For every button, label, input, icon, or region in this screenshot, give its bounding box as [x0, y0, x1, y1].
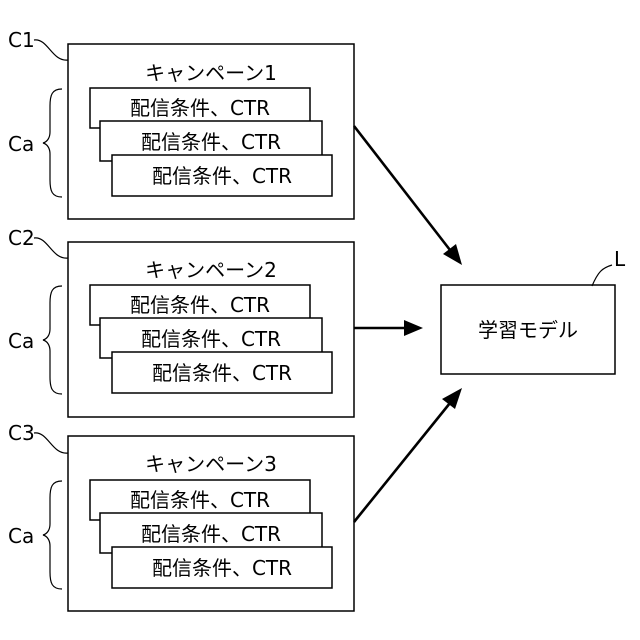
campaign-1-title: キャンペーン1 [145, 61, 277, 85]
campaign-1-group-ref-label: Ca [8, 132, 34, 156]
arrowhead [442, 388, 462, 409]
campaign-1-card-3-label: 配信条件、CTR [152, 164, 292, 188]
campaign-2-leader-line [34, 238, 68, 258]
campaign-3-title: キャンペーン3 [145, 452, 277, 476]
campaign-2-title: キャンペーン2 [145, 258, 277, 282]
learning-model-label: 学習モデル [478, 318, 578, 342]
arrow-campaign-3-to-model [354, 388, 462, 522]
arrowhead [443, 244, 462, 265]
learning-model-ref-label: L [614, 247, 626, 271]
campaign-1-ref-label: C1 [8, 28, 35, 52]
campaign-1-card-2-label: 配信条件、CTR [141, 130, 281, 154]
campaign-3-group-brace [43, 481, 62, 589]
campaign-2-card-2-label: 配信条件、CTR [141, 327, 281, 351]
campaign-2-group-brace [43, 286, 62, 394]
campaign-1-group-brace [43, 89, 62, 197]
campaign-1-leader-line [34, 40, 68, 60]
campaign-3-card-3-label: 配信条件、CTR [152, 556, 292, 580]
arrow-campaign-2-to-model [354, 320, 423, 336]
campaign-2-card-1-label: 配信条件、CTR [130, 293, 270, 317]
campaign-2-group-ref-label: Ca [8, 329, 34, 353]
campaign-2-card-3-label: 配信条件、CTR [152, 361, 292, 385]
learning-model-leader-line [592, 265, 612, 286]
campaign-2-group: C2 キャンペーン2 配信条件、CTR 配信条件、CTR 配信条件、CTR Ca [8, 226, 354, 417]
arrow-campaign-1-to-model [354, 126, 462, 265]
campaign-3-card-2-label: 配信条件、CTR [141, 522, 281, 546]
campaign-1-group: C1 キャンペーン1 配信条件、CTR 配信条件、CTR 配信条件、CTR Ca [8, 28, 354, 219]
learning-model-group: 学習モデル L [441, 247, 626, 374]
campaign-3-card-1-label: 配信条件、CTR [130, 488, 270, 512]
campaign-2-ref-label: C2 [8, 226, 35, 250]
campaign-3-leader-line [34, 433, 68, 453]
campaign-3-ref-label: C3 [8, 421, 35, 445]
arrowhead [404, 320, 423, 336]
campaign-1-card-1-label: 配信条件、CTR [130, 96, 270, 120]
campaign-3-group-ref-label: Ca [8, 524, 34, 548]
campaign-3-group: C3 キャンペーン3 配信条件、CTR 配信条件、CTR 配信条件、CTR Ca [8, 421, 354, 611]
